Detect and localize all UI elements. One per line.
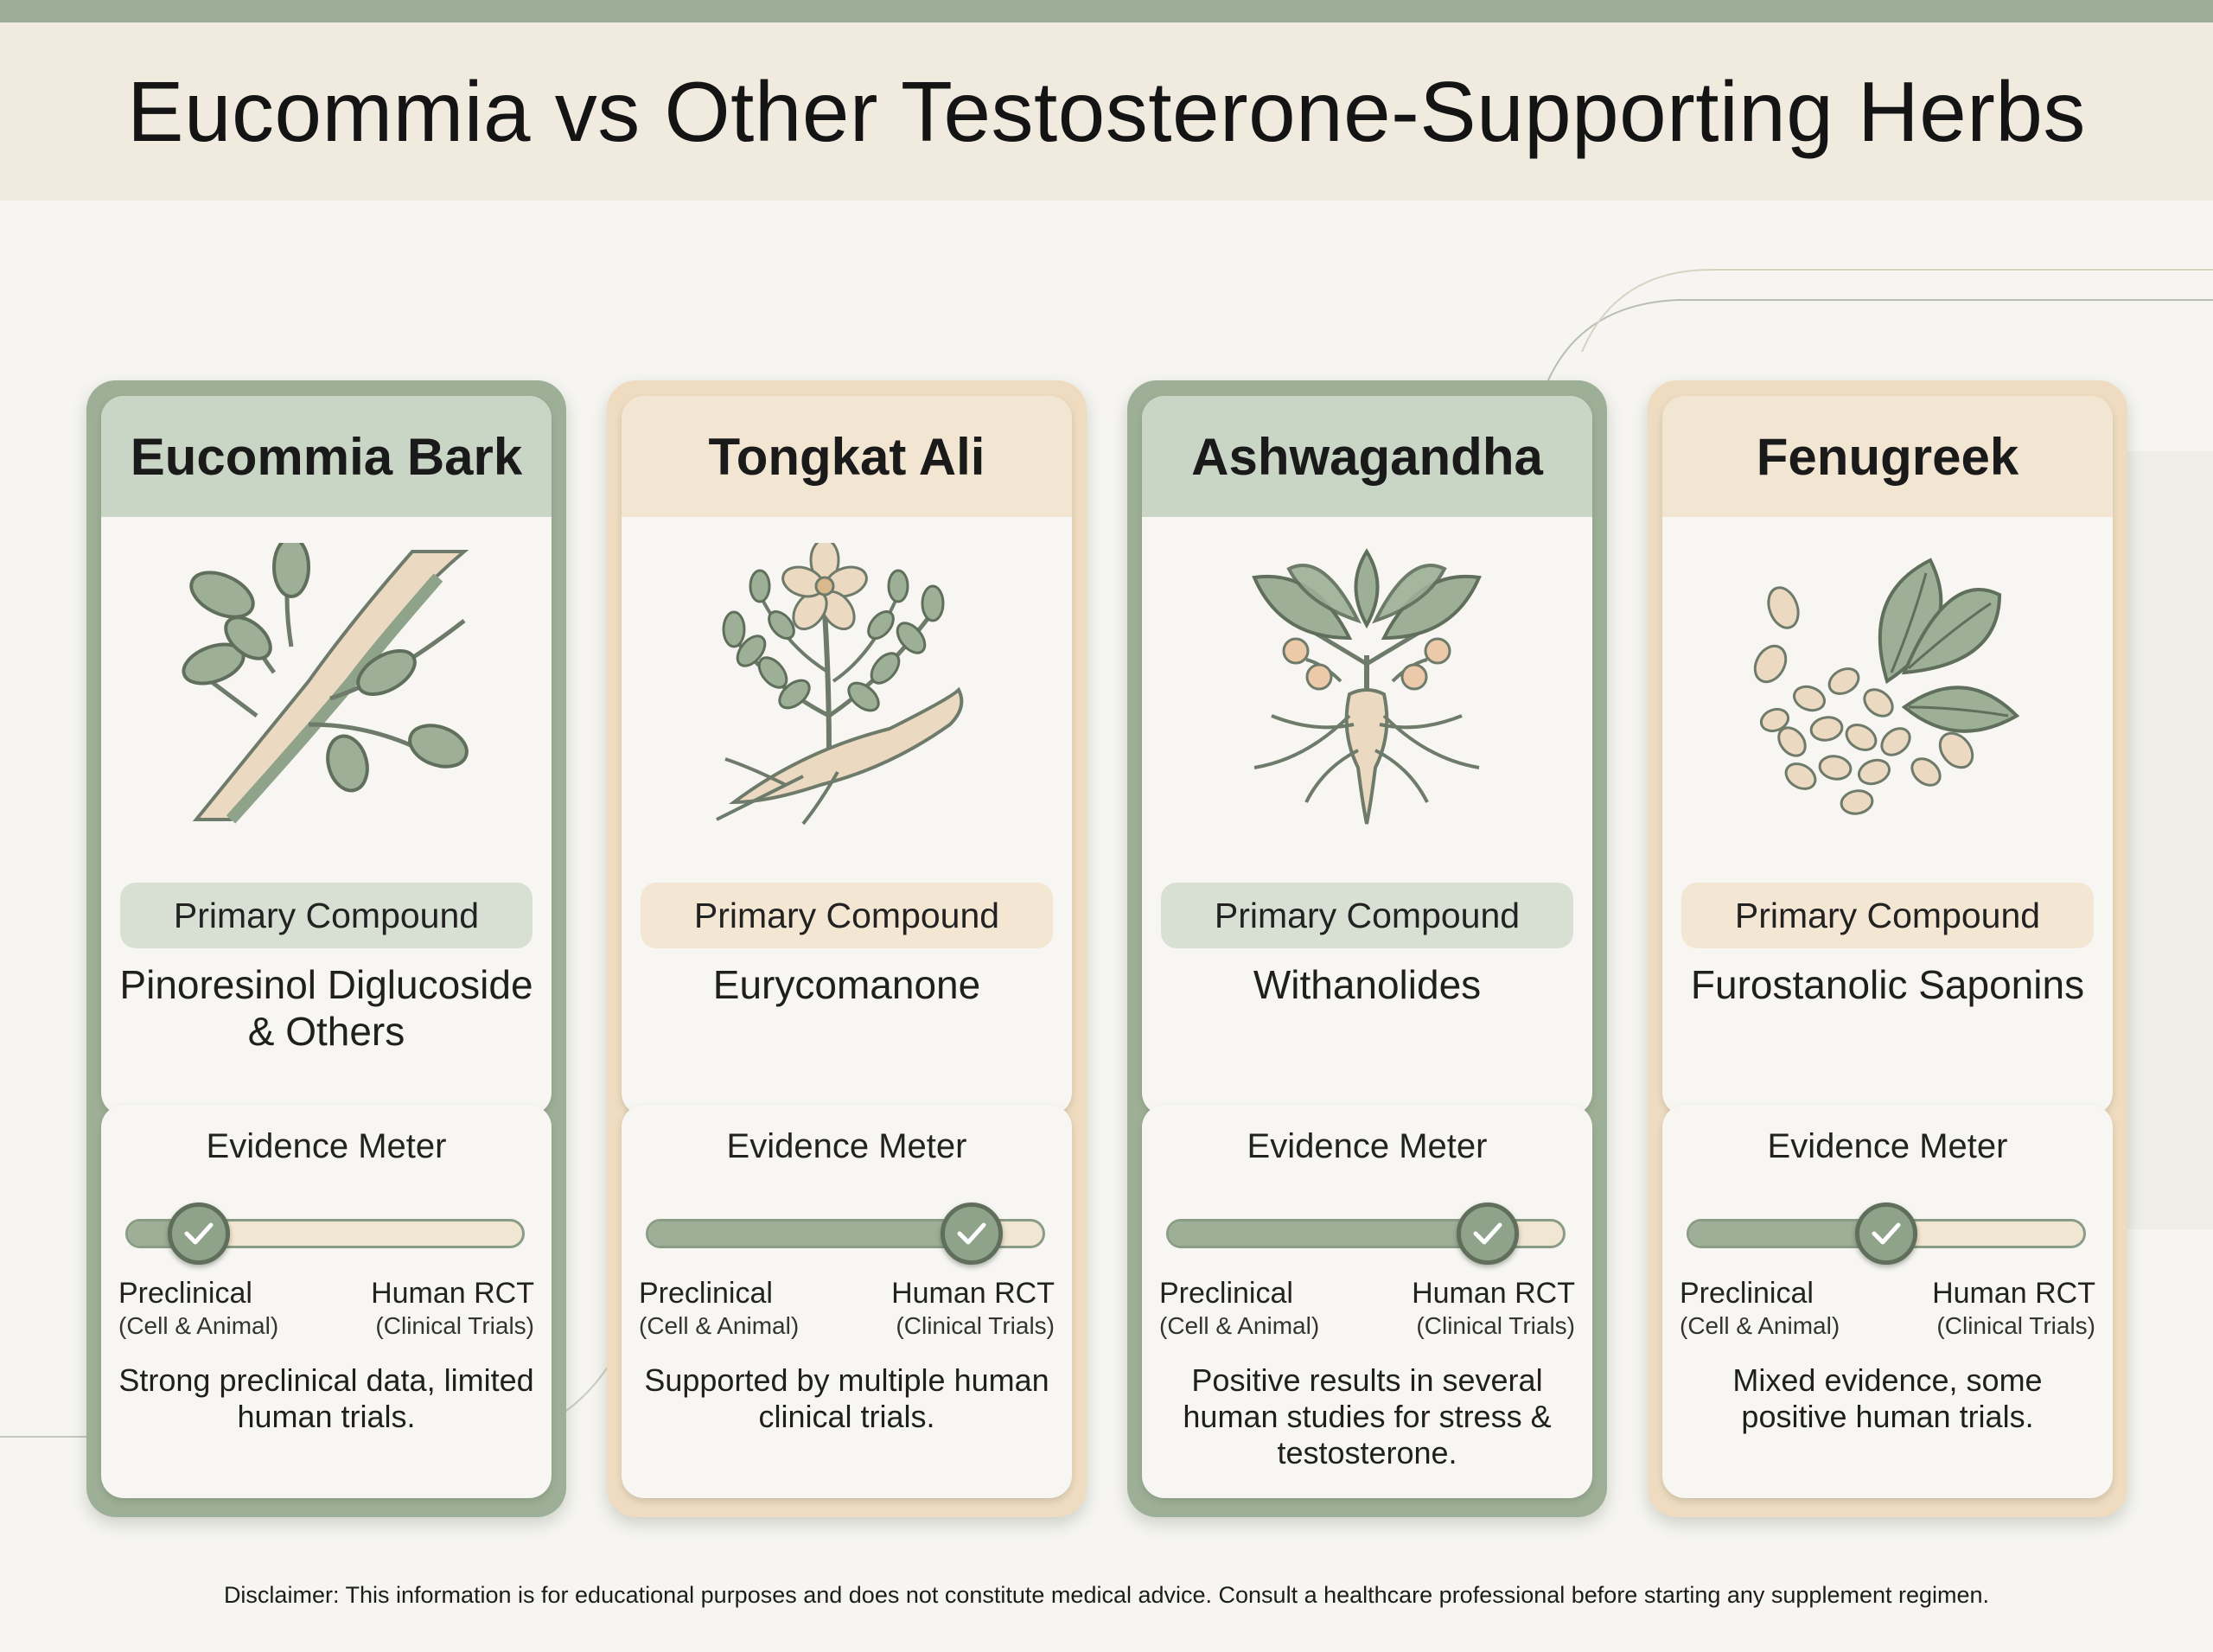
herb-name: Eucommia Bark <box>130 427 523 486</box>
evidence-meter-track <box>125 1202 525 1265</box>
evidence-meter-title: Evidence Meter <box>726 1127 967 1165</box>
page-title: Eucommia vs Other Testosterone-Supportin… <box>127 63 2086 159</box>
herb-name-band: Ashwagandha <box>1142 396 1592 517</box>
seeds-leaves-icon <box>1753 558 2020 815</box>
herb-card-ashwagandha: Ashwagandha Primary Compound Withanolid <box>1127 380 1607 1517</box>
herb-name: Fenugreek <box>1756 427 2019 486</box>
herb-name: Ashwagandha <box>1191 427 1543 486</box>
evidence-meter-panel: Evidence Meter Preclinical (Cell & Anima… <box>101 1105 552 1498</box>
compound-label-pill: Primary Compound <box>1161 883 1573 948</box>
evidence-meter-panel: Evidence Meter Preclinical (Cell & Anima… <box>622 1105 1072 1498</box>
disclaimer-text: Disclaimer: This information is for educ… <box>223 1582 1990 1608</box>
preclinical-label: Preclinical (Cell & Animal) <box>118 1277 279 1339</box>
herb-card-tongkat-ali: Tongkat Ali <box>607 380 1087 1517</box>
evidence-marker-check-icon <box>1457 1202 1520 1265</box>
evidence-note: Strong preclinical data, limited human t… <box>118 1362 534 1434</box>
flower-root-icon <box>716 543 964 826</box>
compound-value: Eurycomanone <box>712 962 981 1007</box>
evidence-note: Supported by multiple human clinical tri… <box>644 1362 1049 1434</box>
evidence-marker-check-icon <box>1855 1202 1917 1265</box>
evidence-meter-panel: Evidence Meter Preclinical (Cell & Anima… <box>1662 1105 2113 1498</box>
herb-info-panel: Fenugreek <box>1662 396 2113 1115</box>
evidence-meter-fill <box>1689 1221 1886 1246</box>
herb-info-panel: Ashwagandha Primary Compound Withanolid <box>1142 396 1592 1115</box>
compound-value: Furostanolic Saponins <box>1690 962 2085 1007</box>
herb-name-band: Tongkat Ali <box>622 396 1072 517</box>
header-band: Eucommia vs Other Testosterone-Supportin… <box>0 22 2213 201</box>
compound-value: Withanolides <box>1253 962 1482 1007</box>
compound-value: Pinoresinol Diglucoside & Others <box>119 962 533 1054</box>
evidence-note: Positive results in several human studie… <box>1183 1362 1552 1470</box>
background-decor-lines <box>0 269 2213 1438</box>
evidence-marker-check-icon <box>940 1202 1003 1265</box>
tree-branch-icon <box>182 543 469 824</box>
evidence-note: Mixed evidence, some positive human tria… <box>1732 1362 2043 1434</box>
human-rct-label: Human RCT (Clinical Trials) <box>891 1277 1055 1339</box>
preclinical-label: Preclinical (Cell & Animal) <box>1159 1277 1320 1339</box>
plant-root-berries-icon <box>1252 548 1482 825</box>
evidence-meter-title: Evidence Meter <box>206 1127 447 1165</box>
compound-label: Primary Compound <box>1214 895 1521 935</box>
herb-name-band: Eucommia Bark <box>101 396 552 517</box>
evidence-meter-track <box>646 1202 1045 1265</box>
human-rct-label: Human RCT (Clinical Trials) <box>1932 1277 2095 1339</box>
herb-info-panel: Eucommia Bark Primary Compound Pinoresin… <box>101 396 552 1115</box>
evidence-meter-fill <box>1169 1221 1489 1246</box>
evidence-marker-check-icon <box>168 1202 231 1265</box>
evidence-meter-panel: Evidence Meter Preclinical (Cell & Anima… <box>1142 1105 1592 1498</box>
top-accent-bar <box>0 0 2213 22</box>
compound-label: Primary Compound <box>173 895 480 935</box>
compound-label: Primary Compound <box>693 895 1000 935</box>
compound-label-pill: Primary Compound <box>641 883 1053 948</box>
herb-name: Tongkat Ali <box>708 427 985 486</box>
human-rct-label: Human RCT (Clinical Trials) <box>371 1277 534 1339</box>
herb-name-band: Fenugreek <box>1662 396 2113 517</box>
compound-label: Primary Compound <box>1734 895 2041 935</box>
compound-label-pill: Primary Compound <box>1681 883 2094 948</box>
evidence-meter-title: Evidence Meter <box>1247 1127 1488 1165</box>
preclinical-label: Preclinical (Cell & Animal) <box>1680 1277 1840 1339</box>
herb-card-fenugreek: Fenugreek <box>1648 380 2127 1517</box>
evidence-meter-title: Evidence Meter <box>1767 1127 2008 1165</box>
herb-info-panel: Tongkat Ali <box>622 396 1072 1115</box>
preclinical-label: Preclinical (Cell & Animal) <box>639 1277 800 1339</box>
human-rct-label: Human RCT (Clinical Trials) <box>1412 1277 1575 1339</box>
herb-card-eucommia: Eucommia Bark Primary Compound Pinoresin… <box>86 380 566 1517</box>
evidence-meter-track <box>1687 1202 2086 1265</box>
compound-label-pill: Primary Compound <box>120 883 533 948</box>
evidence-meter-fill <box>648 1221 972 1246</box>
evidence-meter-track <box>1166 1202 1566 1265</box>
